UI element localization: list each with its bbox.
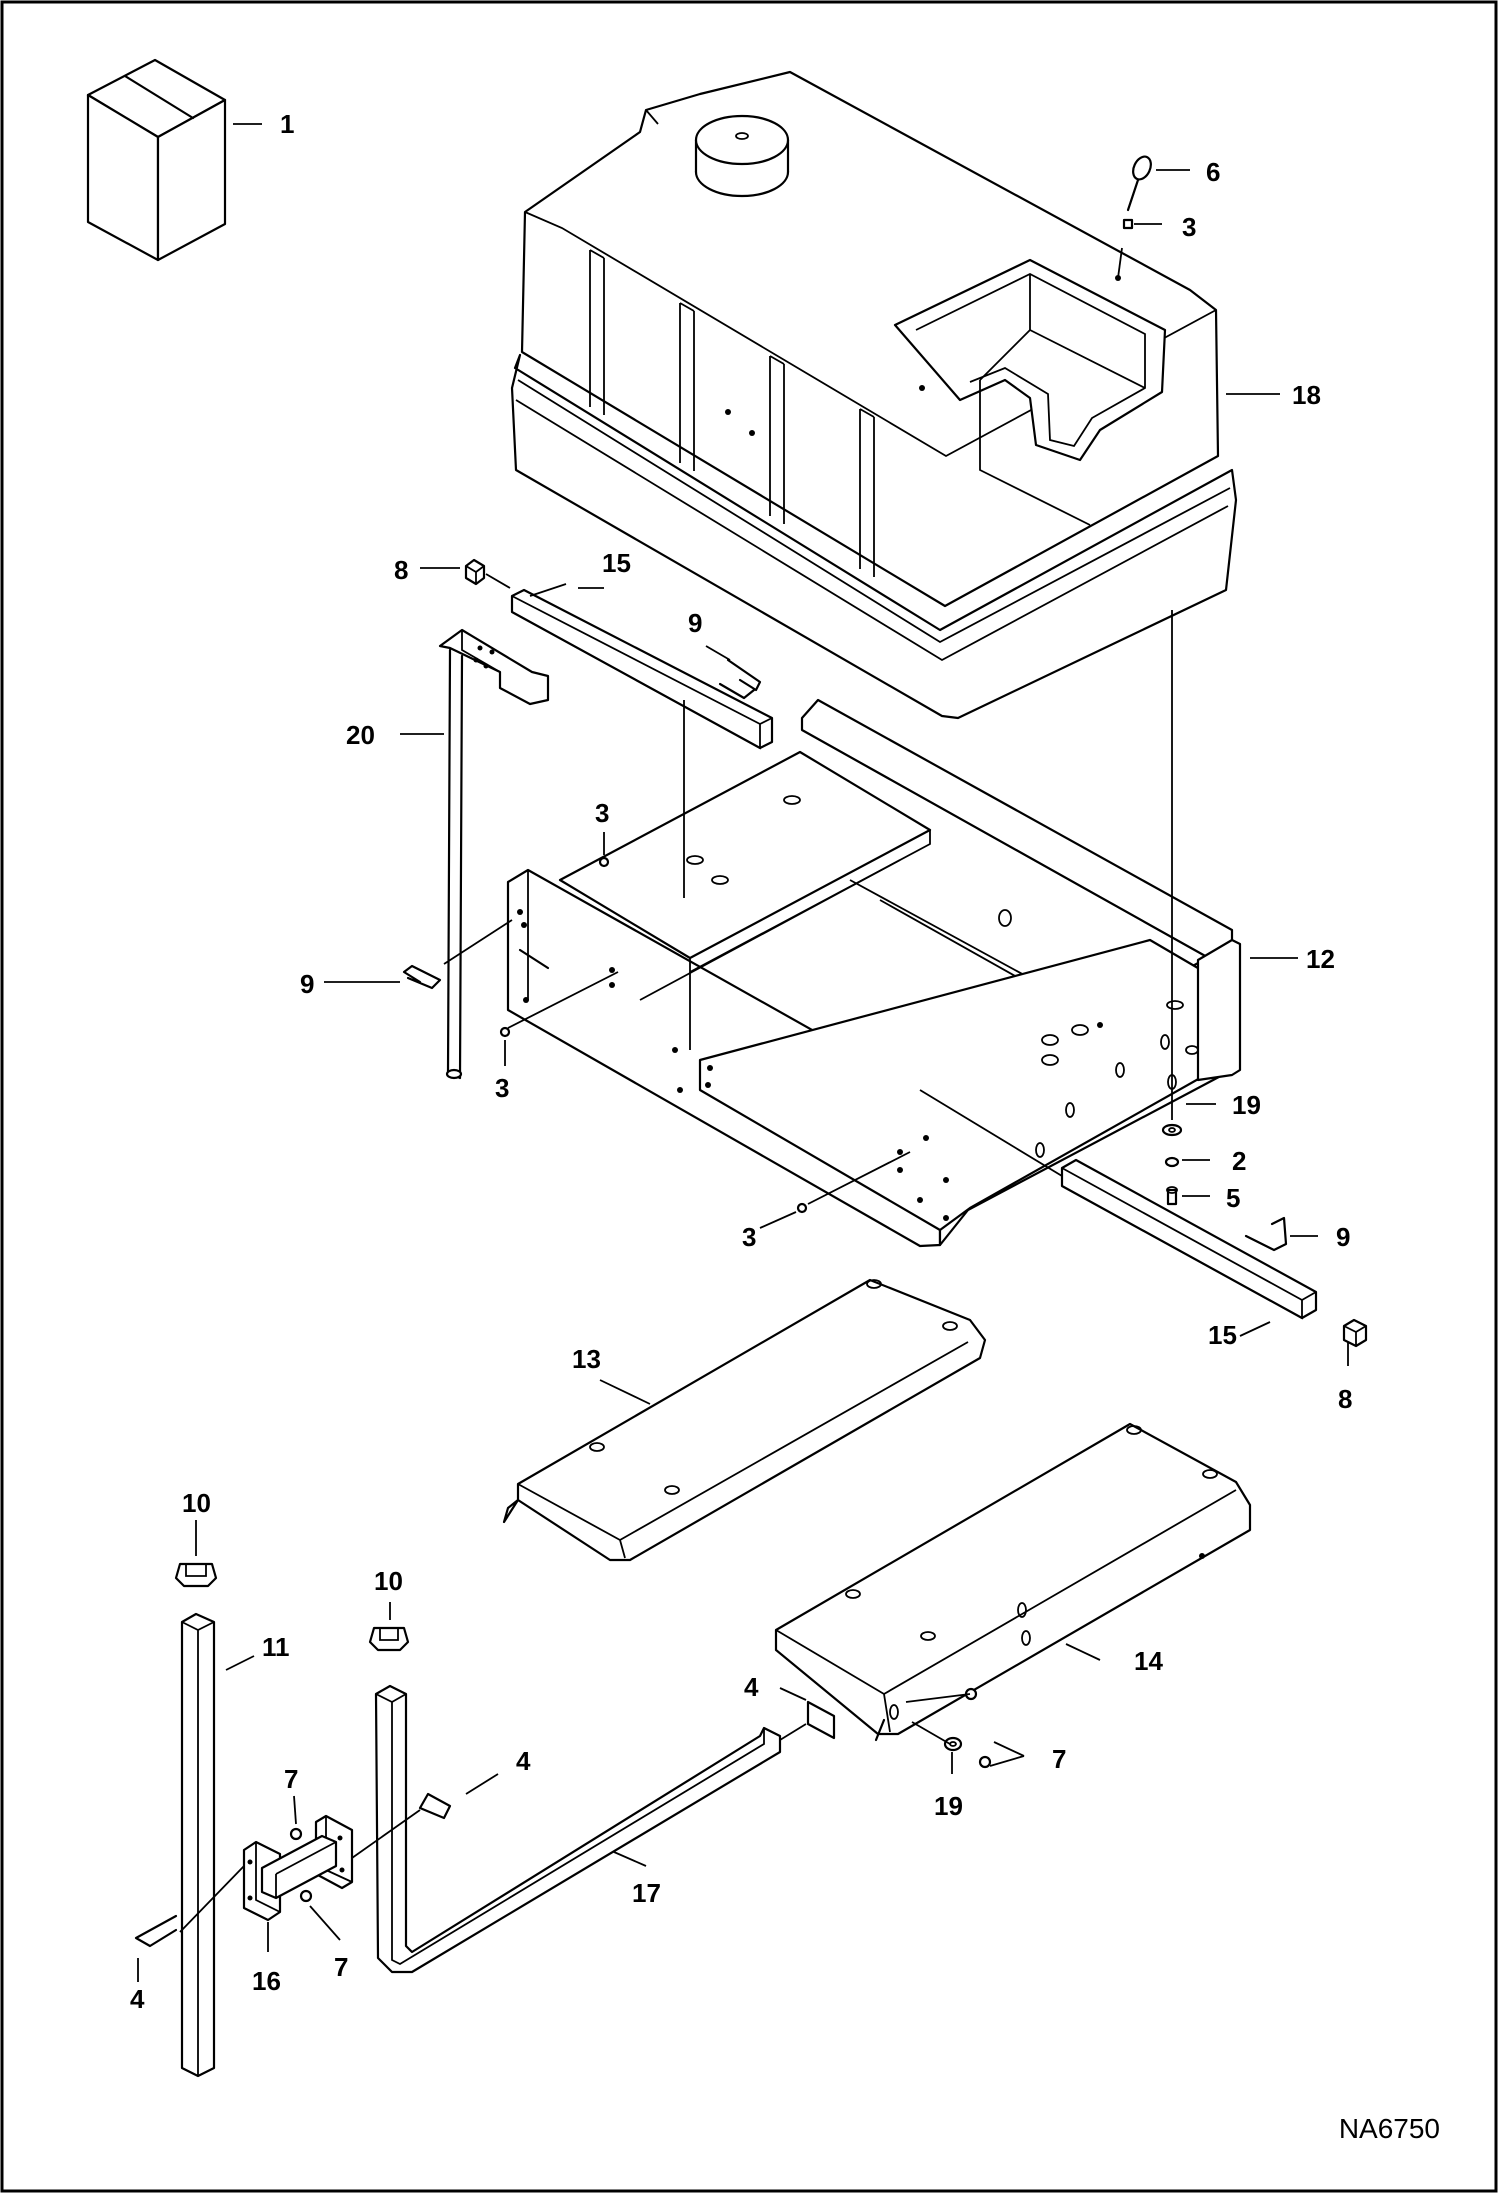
part-clip-a — [718, 658, 762, 700]
part-clip-b — [402, 964, 442, 990]
callout-13: 13 — [572, 1344, 601, 1374]
callout-5: 5 — [1226, 1183, 1240, 1213]
callout-7-right: 7 — [1052, 1744, 1066, 1774]
callout-9-left: 9 — [300, 969, 314, 999]
callout-12: 12 — [1306, 944, 1335, 974]
callout-4-left: 4 — [130, 1984, 145, 2014]
callout-15-top: 15 — [602, 548, 631, 578]
callout-labels: 1 6 3 18 8 15 9 20 3 9 3 12 19 2 5 3 9 1… — [130, 109, 1352, 2014]
callout-15-bottom: 15 — [1208, 1320, 1237, 1350]
part-clip-c — [1244, 1216, 1288, 1252]
part-nuts — [499, 856, 808, 1214]
callout-3-top: 3 — [1182, 212, 1196, 242]
callout-17: 17 — [632, 1878, 661, 1908]
callout-7-bottom: 7 — [334, 1952, 348, 1982]
tank-ribs — [589, 249, 875, 577]
callout-3-frame-upper: 3 — [595, 798, 609, 828]
callout-19-right: 19 — [1232, 1090, 1261, 1120]
callout-2: 2 — [1232, 1146, 1246, 1176]
part-channel-14 — [774, 1422, 1252, 1742]
callout-9-top: 9 — [688, 608, 702, 638]
callout-3-frame-front: 3 — [742, 1222, 756, 1252]
part-clip-lower-c — [806, 1700, 836, 1740]
callout-14: 14 — [1134, 1646, 1163, 1676]
callout-10-right: 10 — [374, 1566, 403, 1596]
callout-4-right: 4 — [744, 1672, 759, 1702]
callout-18: 18 — [1292, 380, 1321, 410]
callout-11: 11 — [262, 1632, 290, 1662]
part-frame — [506, 698, 1242, 1248]
part-bracket-16 — [242, 1814, 354, 1922]
tank-recess — [893, 258, 1167, 526]
callout-16: 16 — [252, 1966, 281, 1996]
part-bracket-rod — [438, 628, 550, 1080]
part-eyebolt — [1115, 155, 1152, 281]
part-hardware-lower — [905, 1687, 992, 1769]
callout-1: 1 — [280, 109, 294, 139]
callout-20: 20 — [346, 720, 375, 750]
drawing-number: NA6750 — [1339, 2113, 1440, 2144]
part-clip-lower-b — [418, 1792, 452, 1820]
callout-4-mid: 4 — [516, 1746, 531, 1776]
callout-19-lower: 19 — [934, 1791, 963, 1821]
part-tank — [510, 70, 1238, 720]
filler-cap — [694, 114, 790, 198]
callout-10-left: 10 — [182, 1488, 211, 1518]
callout-8-bottom: 8 — [1338, 1384, 1352, 1414]
part-clip-lower-a — [134, 1914, 178, 1948]
callout-3-frame-left: 3 — [495, 1073, 509, 1103]
part-plug-left — [174, 1562, 218, 1588]
part-tube-17 — [374, 1684, 782, 1974]
leader-lines — [137, 123, 1349, 1982]
part-hardware-right — [1161, 1123, 1183, 1206]
part-cap-upper — [464, 558, 486, 586]
callout-6: 6 — [1206, 157, 1220, 187]
callout-9-right: 9 — [1336, 1222, 1350, 1252]
part-box — [86, 58, 227, 262]
part-tube-lower — [1060, 1158, 1318, 1320]
part-cap-lower — [1342, 1318, 1368, 1348]
part-plug-right — [368, 1626, 410, 1652]
part-channel-13 — [502, 1278, 987, 1562]
callout-8-top: 8 — [394, 555, 408, 585]
part-post-11 — [180, 1612, 216, 2078]
callout-7-left: 7 — [284, 1764, 298, 1794]
part-tube-upper — [510, 588, 774, 750]
